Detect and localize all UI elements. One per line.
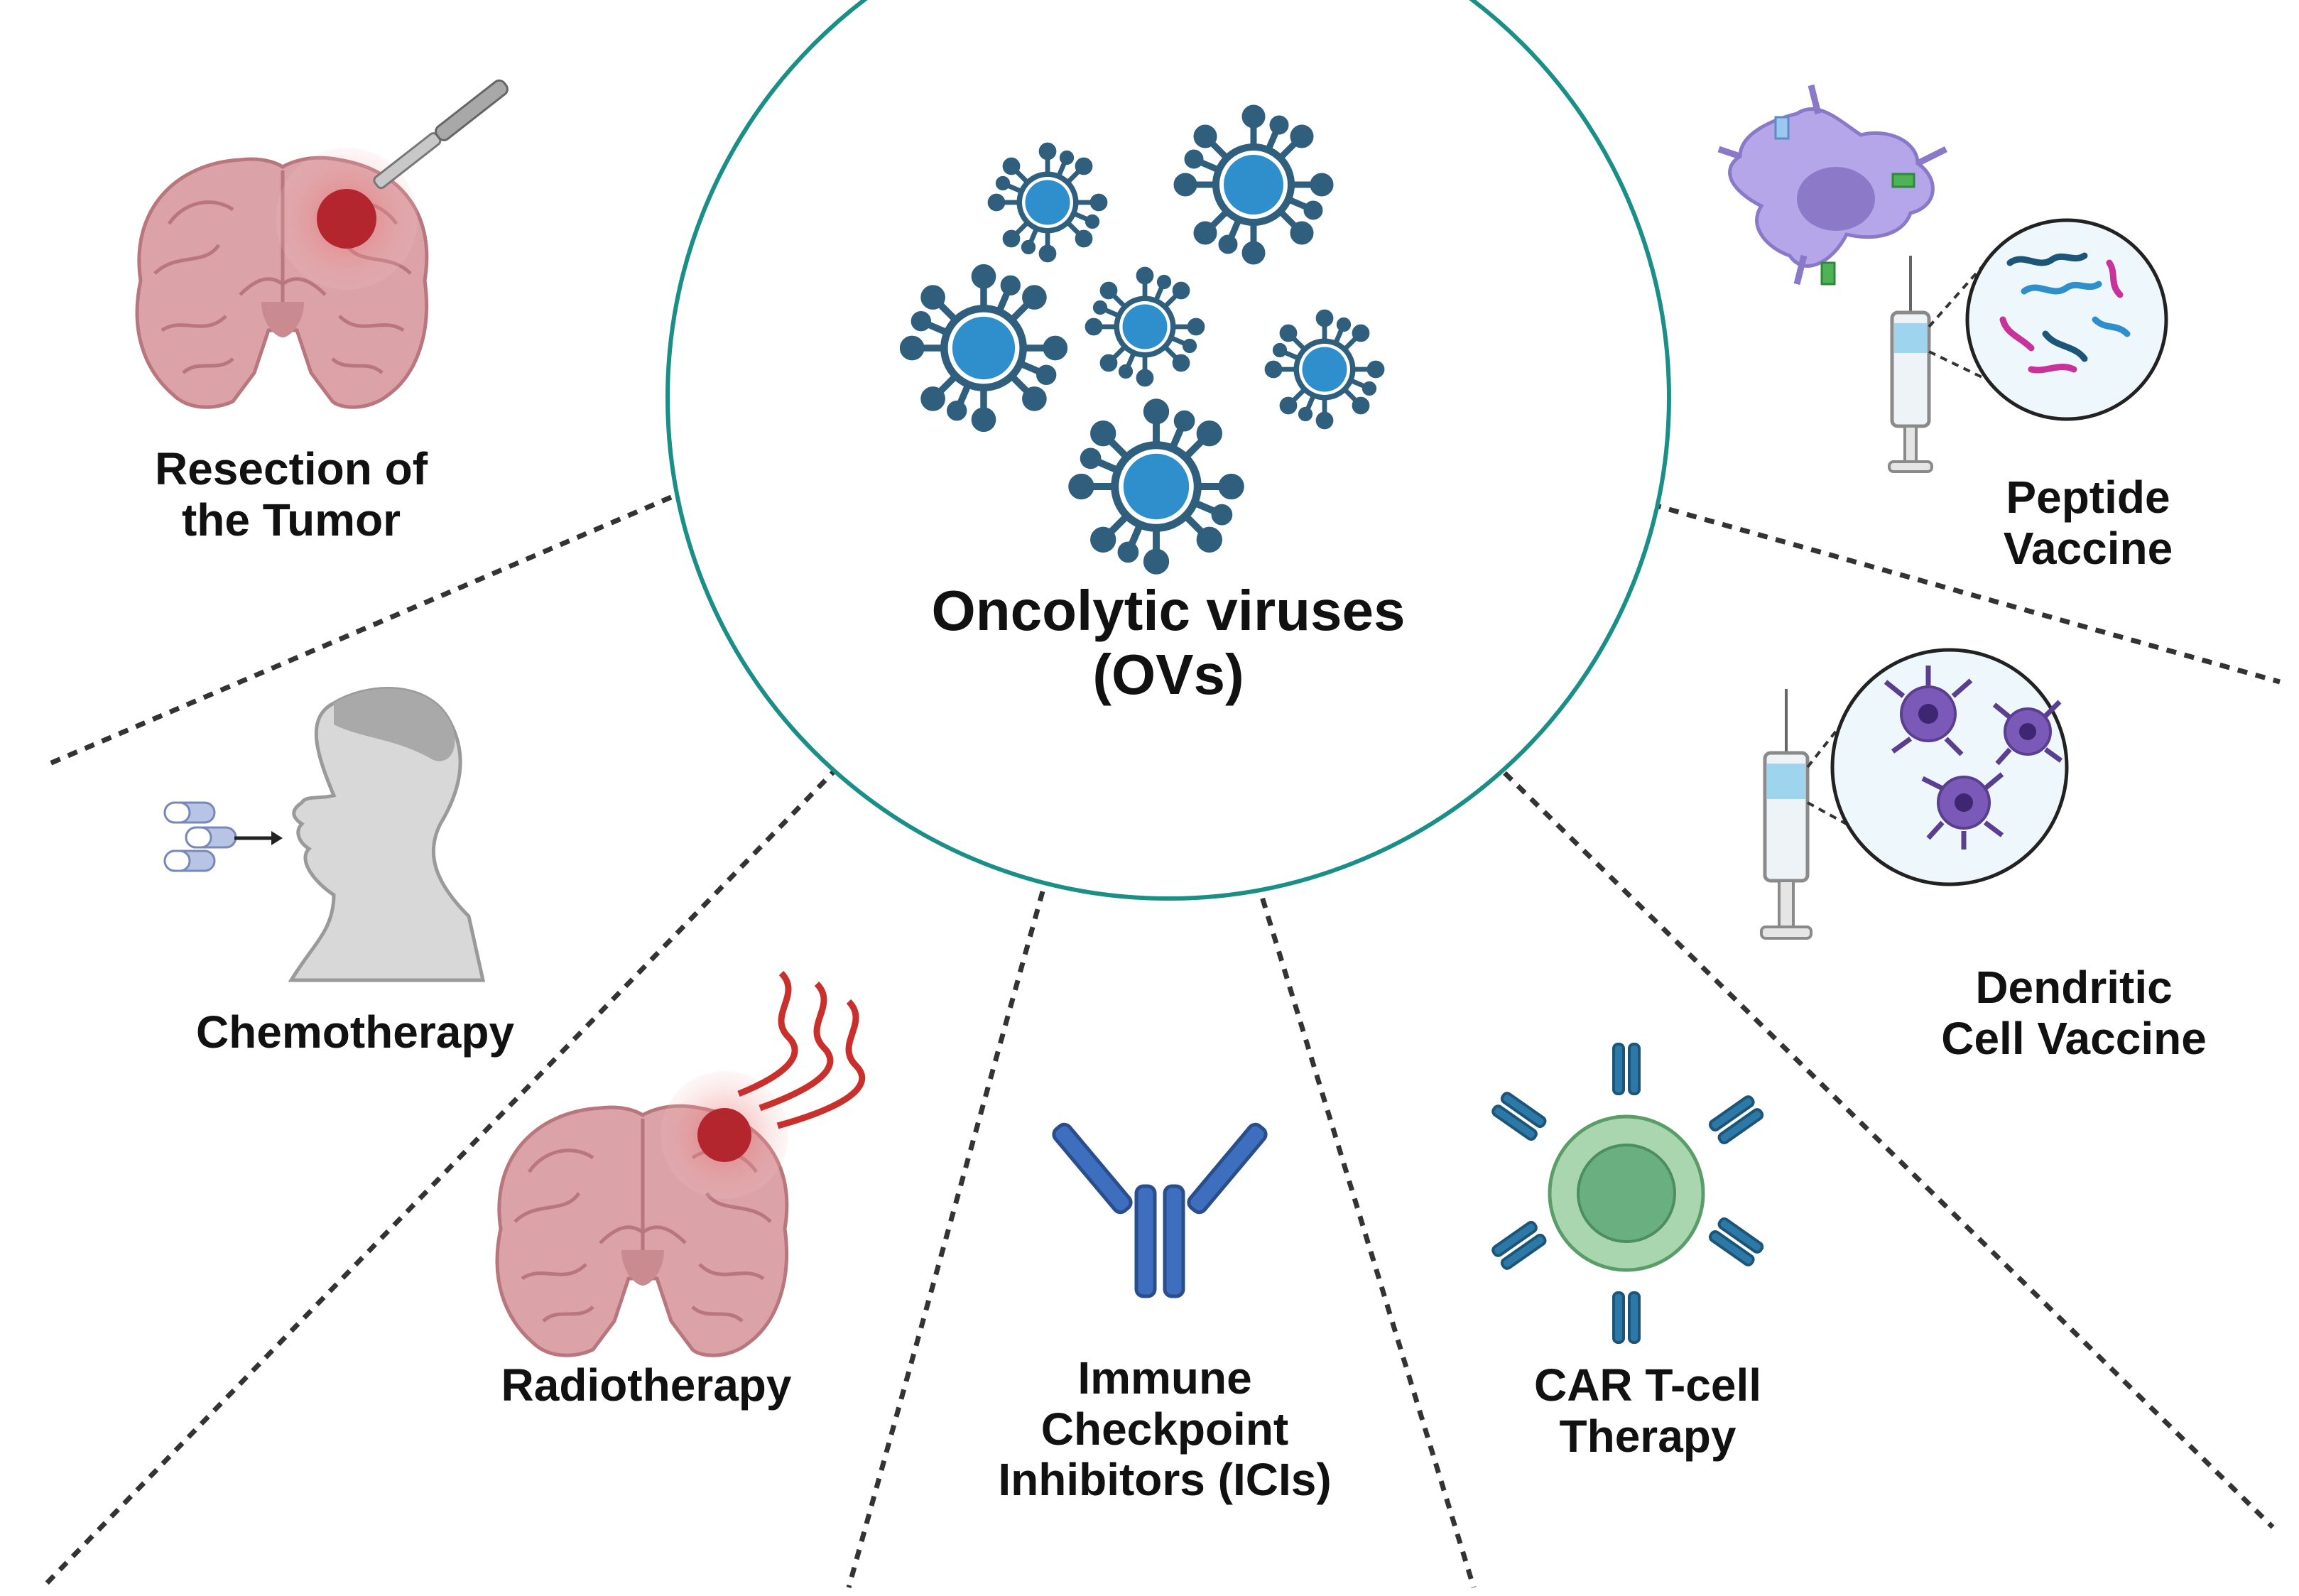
label-chemotherapy-line1: Chemotherapy xyxy=(195,1006,515,1058)
peptide-strand-icon xyxy=(1999,252,2131,374)
tumor-icon xyxy=(317,189,376,249)
label-peptide-line2: Vaccine xyxy=(2003,522,2173,574)
label-car-t: CAR T-cell Therapy xyxy=(1449,1359,1847,1462)
virus-icon xyxy=(1177,108,1330,261)
divider-line-5 xyxy=(1489,758,2275,1529)
pill-icon xyxy=(185,826,237,849)
car-t-cell-icon xyxy=(1491,1043,1764,1344)
divider-line-6 xyxy=(1651,501,2281,685)
resection-illustration xyxy=(137,79,509,407)
center-title-line2: (OVs) xyxy=(1092,642,1244,706)
label-chemotherapy: Chemotherapy xyxy=(156,1006,554,1058)
label-peptide-line1: Peptide xyxy=(2006,472,2170,523)
dendritic-cell-icon xyxy=(1884,666,2063,849)
pill-icon xyxy=(163,801,216,824)
syringe-icon xyxy=(1760,689,1812,940)
pill-icon xyxy=(163,849,216,872)
divider-line-1 xyxy=(48,494,673,766)
label-car-t-line2: Therapy xyxy=(1559,1410,1737,1462)
antibody-icon xyxy=(1052,1122,1268,1298)
peptide-magnified-circle xyxy=(1965,218,2168,421)
label-car-t-line1: CAR T-cell xyxy=(1533,1359,1762,1411)
divider-lines xyxy=(40,494,2281,1590)
center-title: Oncolytic viruses (OVs) xyxy=(884,579,1452,706)
radiotherapy-illustration xyxy=(497,970,866,1355)
virus-icon xyxy=(1087,269,1202,384)
label-resection: Resection of the Tumor xyxy=(107,443,476,545)
virus-icon xyxy=(1267,312,1382,427)
syringe-icon xyxy=(1888,256,1933,473)
label-radiotherapy-line1: Radiotherapy xyxy=(501,1359,792,1411)
radiation-wave-icon xyxy=(737,970,866,1129)
dendritic-vaccine-illustration xyxy=(1760,648,2069,940)
label-ici-line1: Immune xyxy=(1077,1352,1252,1404)
virus-icon xyxy=(903,268,1065,429)
label-peptide: Peptide Vaccine xyxy=(1918,472,2259,574)
label-dendritic-line2: Cell Vaccine xyxy=(1941,1012,2207,1064)
antigen-presenting-cell-icon xyxy=(1717,84,1948,286)
virus-icon xyxy=(1072,402,1241,571)
label-ici-line3: Inhibitors (ICIs) xyxy=(998,1454,1332,1506)
center-title-line1: Oncolytic viruses xyxy=(931,579,1406,642)
virus-icon xyxy=(990,145,1105,260)
divider-line-3 xyxy=(846,873,1050,1588)
label-ici-line2: Checkpoint xyxy=(1040,1403,1289,1455)
divider-line-4 xyxy=(1254,879,1477,1589)
label-ici: Immune Checkpoint Inhibitors (ICIs) xyxy=(952,1352,1378,1506)
label-resection-line1: Resection of xyxy=(154,443,428,494)
label-dendritic: Dendritic Cell Vaccine xyxy=(1875,962,2273,1064)
label-resection-line2: the Tumor xyxy=(181,494,401,545)
peptide-vaccine-illustration xyxy=(1717,84,2168,473)
label-radiotherapy: Radiotherapy xyxy=(462,1359,831,1411)
scalpel-icon xyxy=(373,79,509,190)
chemotherapy-illustration xyxy=(163,687,486,982)
divider-line-2 xyxy=(40,765,840,1590)
tumor-icon xyxy=(697,1108,751,1162)
label-dendritic-line1: Dendritic xyxy=(1975,962,2173,1013)
